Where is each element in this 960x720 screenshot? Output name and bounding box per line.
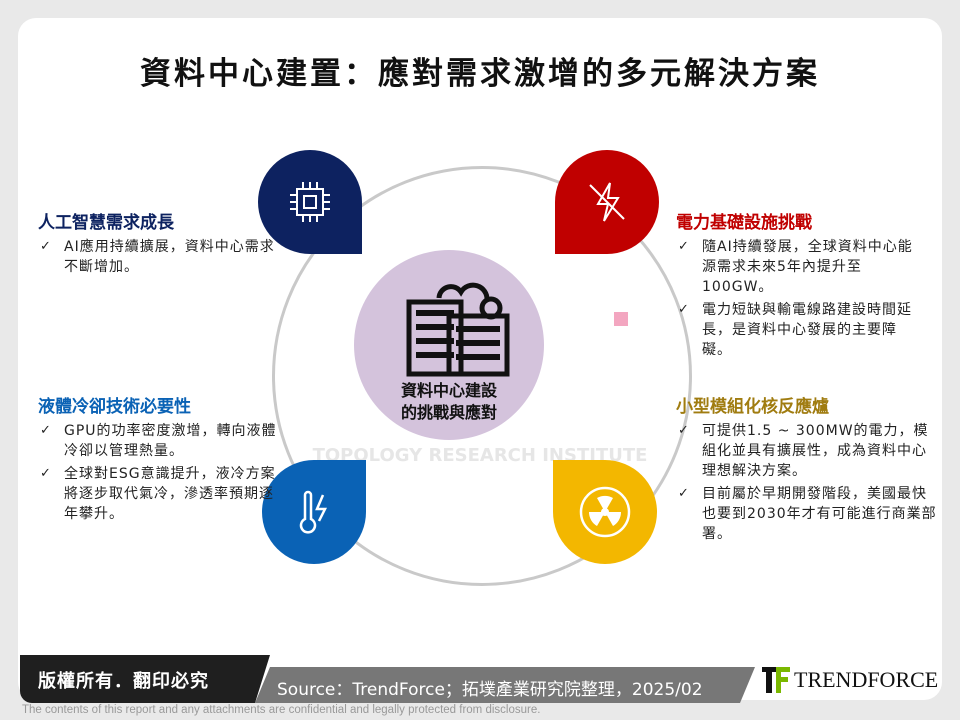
disclaimer: The contents of this report and any atta…: [22, 704, 541, 716]
copyright-bar: 版權所有．翻印必究: [20, 655, 270, 703]
center-label: 資料中心建設 的挑戰與應對: [354, 380, 544, 424]
radiation-icon: [579, 486, 631, 538]
section-smr: 小型模組化核反應爐 可提供1.5 ~ 300MW的電力，模組化並具有擴展性，成為…: [676, 392, 938, 547]
list-item: 電力短缺與輸電線路建設時間延長，是資料中心發展的主要障礙。: [676, 300, 926, 360]
page-title: 資料中心建置：應對需求激增的多元解決方案: [140, 56, 820, 92]
decorative-square: [614, 312, 628, 326]
center-label-line2: 的挑戰與應對: [400, 403, 497, 422]
section-title: 人工智慧需求成長: [38, 213, 174, 233]
center-circle: [354, 250, 544, 440]
list-item: 全球對ESG意識提升，液冷方案將逐步取代氣冷，滲透率預期逐年攀升。: [38, 464, 288, 524]
section-power: 電力基礎設施挑戰 隨AI持續發展，全球資料中心能源需求未來5年內提升至100GW…: [676, 208, 926, 363]
section-title: 液體冷卻技術必要性: [38, 397, 191, 417]
data-center-server-cloud-gear-icon: [406, 282, 510, 377]
power-off-icon: [589, 182, 625, 222]
outer-ring: [272, 166, 692, 586]
list-item: 隨AI持續發展，全球資料中心能源需求未來5年內提升至100GW。: [676, 237, 926, 297]
section-title: 小型模組化核反應爐: [676, 397, 829, 417]
source-bar: Source：TrendForce；拓墣產業研究院整理，2025/02: [255, 667, 755, 703]
section-ai-demand: 人工智慧需求成長 AI應用持續擴展，資料中心需求不斷增加。: [38, 208, 288, 280]
trendforce-logo-mark: [762, 667, 790, 693]
section-liquid-cooling: 液體冷卻技術必要性 GPU的功率密度激增，轉向液體冷卻以管理熱量。全球對ESG意…: [38, 392, 288, 527]
list-item: 目前屬於早期開發階段，美國最快也要到2030年才有可能進行商業部署。: [676, 484, 938, 544]
thermometer-lightning-icon: [299, 490, 328, 534]
nuclear-reactor-badge: [553, 460, 657, 564]
list-item: AI應用持續擴展，資料中心需求不斷增加。: [38, 237, 288, 277]
brand-name: TrendForce: [794, 667, 939, 692]
center-label-line1: 資料中心建設: [400, 381, 497, 400]
list-item: GPU的功率密度激增，轉向液體冷卻以管理熱量。: [38, 421, 288, 461]
power-challenge-badge: [555, 150, 659, 254]
list-item: 可提供1.5 ~ 300MW的電力，模組化並具有擴展性，成為資料中心理想解決方案…: [676, 421, 938, 481]
trendforce-logo: TrendForce: [762, 667, 938, 693]
ai-demand-badge: [258, 150, 362, 254]
cpu-chip-icon: [290, 182, 330, 222]
section-title: 電力基礎設施挑戰: [676, 213, 812, 233]
